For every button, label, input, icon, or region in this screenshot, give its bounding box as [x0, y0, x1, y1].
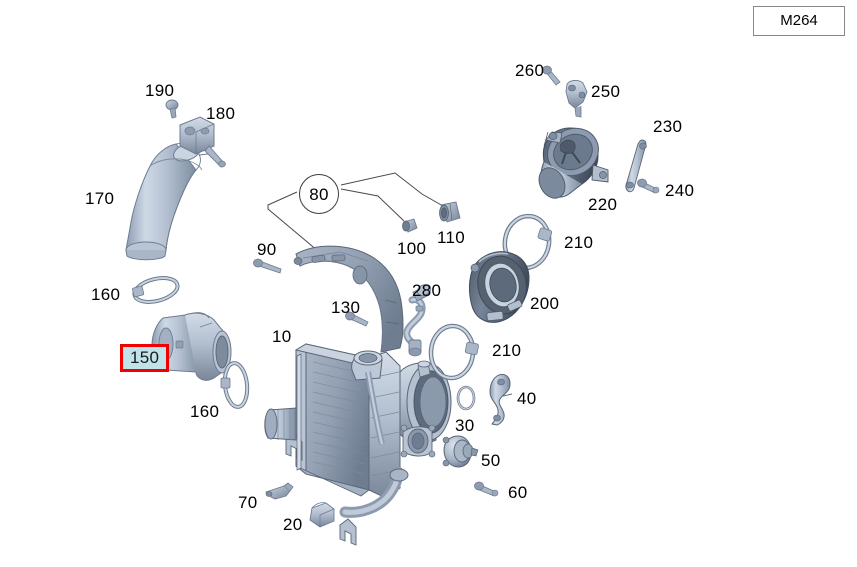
part-screw-60 [474, 481, 499, 497]
part-coolant-hose-280 [403, 284, 432, 357]
callout-label-100: 100 [397, 239, 427, 258]
part-air-guide-80 [293, 245, 404, 353]
part-charge-air-duct-170 [125, 136, 209, 261]
callout-label-280: 280 [412, 281, 442, 300]
part-hose-clamp-160-upper [132, 276, 180, 304]
callout-label-110: 110 [437, 228, 466, 247]
callout-label-160a: 160 [91, 285, 121, 304]
callout-label-180: 180 [206, 104, 236, 123]
part-screw-190 [165, 99, 179, 119]
part-retaining-bracket-40 [489, 373, 513, 426]
part-hose-clamp-160-lower [220, 361, 250, 409]
part-bracket-180 [179, 116, 226, 168]
callout-label-70: 70 [238, 493, 258, 512]
part-screw-90 [253, 258, 282, 274]
part-throttle-valve-housing-220 [538, 127, 609, 199]
callout-label-150[interactable]: 150 [120, 344, 170, 372]
callout-label-240: 240 [665, 181, 695, 200]
callout-label-30: 30 [455, 416, 475, 435]
part-support-strut-230 [625, 139, 647, 193]
callout-label-260: 260 [515, 61, 545, 80]
callout-label-210a: 210 [564, 233, 594, 252]
leader-lines [267, 172, 444, 252]
callout-label-210b: 210 [492, 341, 522, 360]
callout-label-160b: 160 [190, 402, 220, 421]
part-coupling-sleeve-200 [469, 251, 530, 323]
part-clip-bracket-70 [265, 482, 294, 500]
callout-label-90: 90 [257, 240, 277, 259]
callout-label-200: 200 [530, 294, 560, 313]
callout-label-250: 250 [591, 82, 621, 101]
part-rubber-mount-110 [439, 201, 461, 223]
part-screw-130 [345, 311, 369, 327]
part-sealing-ring-30 [456, 385, 476, 411]
callout-label-40: 40 [517, 389, 537, 408]
callout-label-20: 20 [283, 515, 303, 534]
callout-label-170: 170 [85, 189, 115, 208]
model-code-badge: M264 [753, 6, 845, 36]
callout-label-190: 190 [145, 81, 175, 100]
part-rubber-mount-100 [402, 218, 418, 233]
callout-label-60: 60 [508, 483, 528, 502]
callout-label-230: 230 [653, 117, 683, 136]
callout-label-80: 80 [299, 174, 339, 214]
part-mounting-bracket-20 [309, 502, 335, 528]
part-screw-240 [637, 178, 660, 194]
part-charge-air-cooler-10 [264, 343, 452, 546]
callout-label-130: 130 [331, 298, 361, 317]
part-pressure-sensor-50 [442, 435, 479, 468]
part-sensor-bracket-250 [565, 80, 588, 118]
part-screw-260 [542, 65, 561, 86]
callout-label-50: 50 [481, 451, 501, 470]
part-clamp-ring-210-lower [428, 323, 479, 381]
callout-label-220: 220 [588, 195, 618, 214]
callout-label-10: 10 [272, 327, 292, 346]
